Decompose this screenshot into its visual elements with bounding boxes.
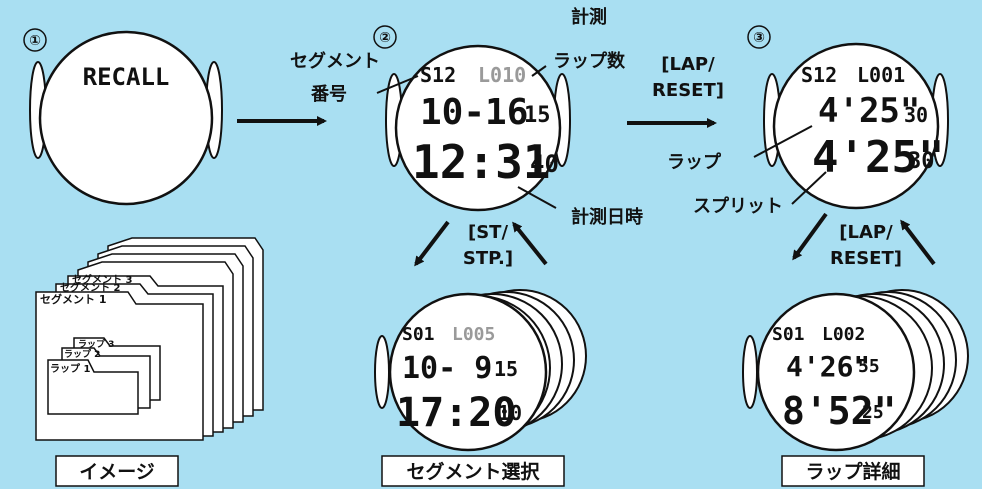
folder-lap-1: ラップ 1 bbox=[50, 362, 90, 375]
folder-segment-3: セグメント 3 bbox=[72, 273, 132, 286]
label-segment: セグメント bbox=[290, 50, 380, 72]
folder-lap-2: ラップ 2 bbox=[64, 348, 100, 360]
watch3-segment: S12 bbox=[801, 63, 837, 87]
arrow-st-stp-down bbox=[414, 220, 450, 267]
watch3-split-time: 4'25" bbox=[812, 132, 944, 183]
folder-illustration: セグメント 3 セグメント 2 セグメント 1 ラップ 3 ラップ 2 ラップ … bbox=[35, 237, 264, 441]
watch-lap-view: S12 L001 4'25" 30 4'25" 30 bbox=[763, 42, 949, 210]
watch2-date: 10-16 bbox=[420, 92, 528, 133]
label-lap: ラップ bbox=[667, 151, 722, 173]
label-lap-reset-a-2: RESET] bbox=[652, 80, 724, 101]
stack1-lap-count: L005 bbox=[452, 324, 495, 345]
caption-image-box bbox=[55, 455, 179, 487]
lap-watch-stack: S01 L002 4'26" 55 8'52" 25 bbox=[742, 289, 969, 452]
arrow-st-stp-up bbox=[512, 221, 548, 266]
caption-lap-box bbox=[781, 455, 925, 487]
watch2-lap-count: L010 bbox=[478, 63, 526, 87]
folder-segment-2: セグメント 2 bbox=[60, 281, 120, 294]
stack1-date-sec: 15 bbox=[494, 357, 518, 381]
watch3-lap-time: 4'25" bbox=[818, 91, 920, 131]
label-number: 番号 bbox=[310, 84, 347, 105]
watch3-lap-frac: 30 bbox=[904, 103, 928, 127]
stack2-lap-frac: 55 bbox=[858, 356, 880, 377]
watch-segment-view: S12 L010 10-16 15 12:31 40 bbox=[385, 44, 571, 212]
stack1-time-sec: 10 bbox=[498, 401, 522, 425]
recall-display: RECALL bbox=[83, 63, 170, 91]
step3-circle bbox=[747, 25, 771, 49]
label-lap-reset-b-2: RESET] bbox=[830, 248, 902, 269]
step1-number: ① bbox=[29, 33, 41, 49]
label-st-stp-1: [ST/ bbox=[468, 222, 508, 243]
stack2-split-time: 8'52" bbox=[782, 389, 896, 433]
stack1-segment: S01 bbox=[402, 324, 435, 345]
stack1-date: 10- 9 bbox=[402, 351, 492, 386]
watch2-segment: S12 bbox=[420, 63, 456, 87]
watch2-date-sec: 15 bbox=[524, 103, 551, 128]
step2-number: ② bbox=[379, 30, 391, 46]
stack2-segment: S01 bbox=[772, 324, 805, 345]
caption-lap-detail: ラップ詳細 bbox=[805, 460, 900, 483]
step2-circle bbox=[373, 25, 397, 49]
leader-split bbox=[791, 171, 827, 205]
stack2-lap-time: 4'26" bbox=[786, 350, 870, 383]
caption-image: イメージ bbox=[79, 461, 155, 483]
leader-segment-number bbox=[376, 75, 419, 94]
label-datetime: 計測日時 bbox=[571, 206, 643, 228]
folder-segment-1: セグメント 1 bbox=[40, 292, 106, 306]
leader-lap bbox=[753, 125, 813, 158]
caption-segment-select: セグメント選択 bbox=[406, 460, 540, 483]
stack2-split-frac: 25 bbox=[862, 402, 884, 423]
label-measure: 計測 bbox=[571, 6, 607, 28]
watch3-lap: L001 bbox=[857, 63, 905, 87]
watch-recall: RECALL bbox=[29, 30, 223, 206]
label-lap-count: ラップ数 bbox=[553, 50, 626, 72]
stack1-time: 17:20 bbox=[396, 390, 516, 436]
leader-datetime bbox=[517, 186, 557, 209]
caption-segment-box bbox=[381, 455, 565, 487]
arrow-lap-reset-down bbox=[792, 212, 828, 261]
watch2-time: 12:31 bbox=[412, 135, 550, 189]
leader-lap-count bbox=[531, 65, 547, 77]
folder-lap-3: ラップ 3 bbox=[78, 338, 114, 350]
step3-number: ③ bbox=[753, 30, 765, 46]
step1-circle bbox=[23, 28, 47, 52]
label-lap-reset-b-1: [LAP/ bbox=[839, 222, 893, 243]
segment-watch-stack: S01 L005 10- 9 15 17:20 10 bbox=[374, 289, 587, 452]
label-lap-reset-a-1: [LAP/ bbox=[661, 54, 715, 75]
label-split: スプリット bbox=[693, 195, 783, 217]
stack2-lap: L002 bbox=[822, 324, 865, 345]
label-st-stp-2: STP.] bbox=[463, 248, 513, 269]
arrow-lap-reset-up bbox=[900, 219, 936, 266]
watch3-split-frac: 30 bbox=[908, 149, 935, 174]
watch2-time-sec: 40 bbox=[530, 150, 559, 178]
